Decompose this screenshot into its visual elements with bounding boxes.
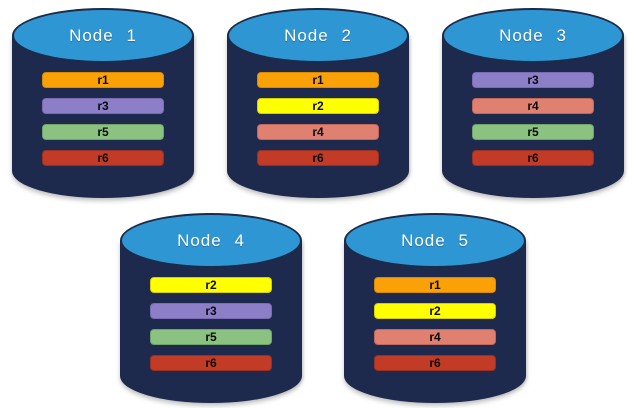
replica-list: r1 r3 r5 r6 [42, 72, 164, 166]
replica-bar-r5: r5 [42, 124, 164, 140]
replica-bar-r2: r2 [374, 303, 496, 319]
replica-list: r3 r4 r5 r6 [472, 72, 594, 166]
db-node-cylinder: Node 5 r1 r2 r4 r6 [344, 213, 526, 403]
replica-bar-r5: r5 [150, 329, 272, 345]
db-node-cylinder: Node 3 r3 r4 r5 r6 [442, 8, 624, 198]
db-node-cylinder: Node 2 r1 r2 r4 r6 [227, 8, 409, 198]
replica-list: r1 r2 r4 r6 [374, 277, 496, 371]
replica-list: r1 r2 r4 r6 [257, 72, 379, 166]
node-label: Node 3 [499, 25, 567, 45]
replica-bar-r6: r6 [150, 355, 272, 371]
replica-bar-r6: r6 [257, 150, 379, 166]
replica-list: r2 r3 r5 r6 [150, 277, 272, 371]
cylinder-top-ellipse: Node 1 [12, 8, 194, 63]
db-node-cylinder: Node 1 r1 r3 r5 r6 [12, 8, 194, 198]
replica-bar-r6: r6 [472, 150, 594, 166]
replica-bar-r5: r5 [472, 124, 594, 140]
replica-bar-r2: r2 [257, 98, 379, 114]
cylinder-top-ellipse: Node 5 [344, 213, 526, 268]
cylinder-top-ellipse: Node 2 [227, 8, 409, 63]
cylinder-top-ellipse: Node 3 [442, 8, 624, 63]
replica-bar-r2: r2 [150, 277, 272, 293]
replica-bar-r4: r4 [257, 124, 379, 140]
db-node-cylinder: Node 4 r2 r3 r5 r6 [120, 213, 302, 403]
replica-bar-r3: r3 [150, 303, 272, 319]
node-label: Node 4 [177, 230, 245, 250]
replica-bar-r6: r6 [42, 150, 164, 166]
replica-bar-r4: r4 [374, 329, 496, 345]
node-label: Node 5 [401, 230, 469, 250]
node-label: Node 1 [69, 25, 137, 45]
replica-bar-r3: r3 [472, 72, 594, 88]
replica-bar-r1: r1 [374, 277, 496, 293]
node-label: Node 2 [284, 25, 352, 45]
replica-bar-r6: r6 [374, 355, 496, 371]
replica-bar-r3: r3 [42, 98, 164, 114]
replica-bar-r1: r1 [257, 72, 379, 88]
cylinder-top-ellipse: Node 4 [120, 213, 302, 268]
replica-bar-r4: r4 [472, 98, 594, 114]
replica-bar-r1: r1 [42, 72, 164, 88]
